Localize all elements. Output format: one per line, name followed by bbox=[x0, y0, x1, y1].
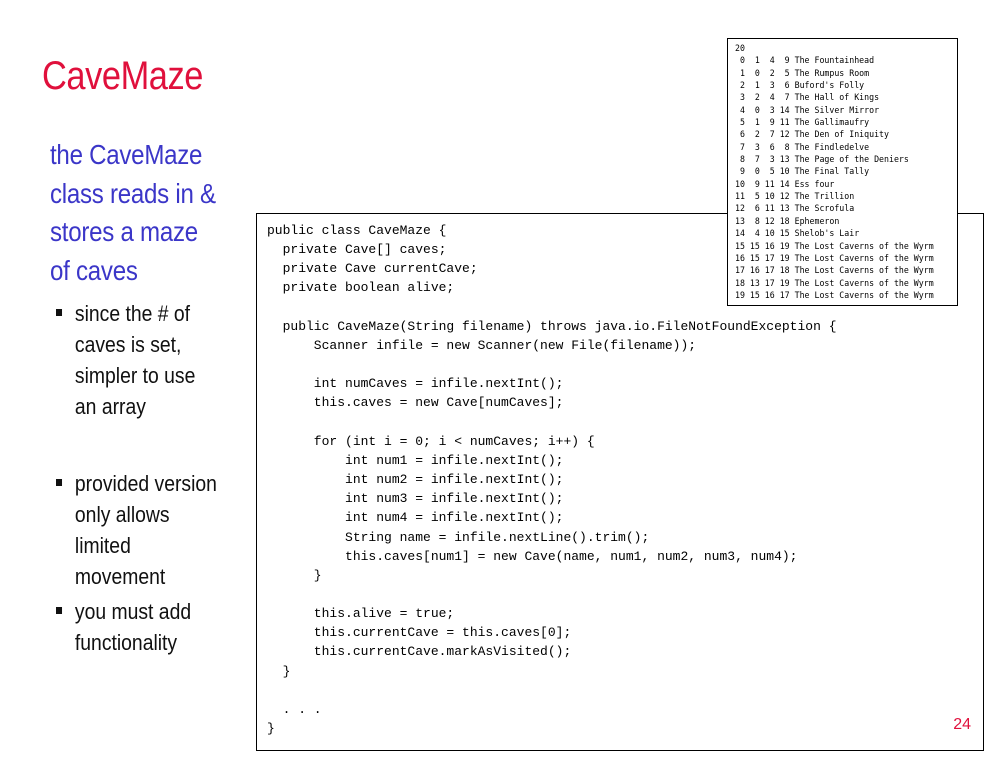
bullet-text: provided version only allows limited mov… bbox=[74, 471, 217, 589]
cave-data-file-text: 20 0 1 4 9 The Fountainhead 1 0 2 5 The … bbox=[735, 44, 934, 301]
square-bullet-icon bbox=[56, 309, 63, 316]
bullet-text: since the # of caves is set, simpler to … bbox=[74, 301, 196, 419]
square-bullet-icon bbox=[56, 607, 63, 614]
bullet-list: since the # of caves is set, simpler to … bbox=[56, 298, 219, 658]
bullet-item: provided version only allows limited mov… bbox=[56, 468, 219, 592]
bullet-text: you must add functionality bbox=[74, 599, 192, 655]
cave-data-file-box: 20 0 1 4 9 The Fountainhead 1 0 2 5 The … bbox=[727, 38, 958, 306]
square-bullet-icon bbox=[56, 479, 63, 486]
bullet-item: since the # of caves is set, simpler to … bbox=[56, 298, 219, 422]
page-number: 24 bbox=[953, 716, 971, 733]
slide-title: CaveMaze bbox=[42, 54, 203, 98]
java-code-listing: public class CaveMaze { private Cave[] c… bbox=[267, 223, 837, 737]
bullet-item: you must add functionality bbox=[56, 596, 219, 658]
intro-text: the CaveMaze class reads in & stores a m… bbox=[50, 139, 216, 286]
